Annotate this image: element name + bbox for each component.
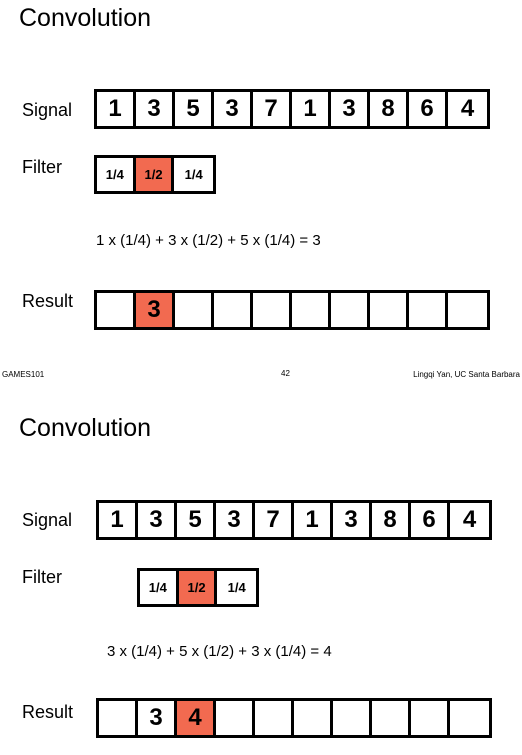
result-cell: [411, 701, 450, 735]
footer-course: GAMES101: [2, 370, 45, 379]
signal-cell: 4: [462, 506, 477, 533]
slide-title: Convolution: [19, 4, 152, 32]
signal-cell: 3: [216, 503, 255, 537]
page-number: 42: [281, 369, 290, 378]
equation: 3 x (1/4) + 5 x (1/2) + 3 x (1/4) = 4: [107, 643, 332, 660]
filter-cell: 1/4: [97, 158, 136, 191]
result-label: Result: [22, 702, 74, 722]
signal-cell: 4: [460, 95, 475, 122]
result-cell: [370, 293, 409, 327]
filter-cell-center: 1/2: [178, 571, 218, 604]
signal-cell: 5: [175, 92, 214, 126]
signal-cell: 8: [372, 503, 411, 537]
result-cell: [214, 293, 253, 327]
filter-row: 1/4 1/2 1/4: [94, 155, 217, 194]
signal-cell: 3: [214, 92, 253, 126]
result-cell: [331, 293, 370, 327]
signal-label: Signal: [22, 510, 73, 530]
signal-cell: 1: [97, 92, 136, 126]
result-row: 3 4: [96, 698, 492, 738]
result-cell: [333, 701, 372, 735]
slide-1: Convolution Signal 1 3 5 3 7 1 3 8 6 4 F…: [2, 4, 520, 379]
signal-row: 1 3 5 3 7 1 3 8 6 4: [94, 89, 490, 129]
filter-cell-center: 1/2: [135, 158, 175, 191]
signal-cell: 6: [411, 503, 450, 537]
signal-cell: 8: [370, 92, 409, 126]
signal-cell: 3: [138, 503, 177, 537]
footer-author: Lingqi Yan, UC Santa Barbara: [413, 370, 520, 379]
filter-label: Filter: [22, 157, 62, 177]
signal-cell: 3: [331, 92, 370, 126]
filter-row: 1/4 1/2 1/4: [137, 568, 260, 607]
result-cell: [253, 293, 292, 327]
result-cell: [292, 293, 331, 327]
result-cell-current: 4: [177, 701, 216, 735]
signal-row: 1 3 5 3 7 1 3 8 6 4: [96, 500, 492, 540]
filter-cell: 1/4: [140, 571, 179, 604]
filter-label: Filter: [22, 567, 62, 587]
slide-title: Convolution: [19, 414, 152, 442]
signal-cell: 1: [292, 92, 331, 126]
result-row: 3: [94, 290, 490, 330]
result-cell: [294, 701, 333, 735]
result-cell: [216, 701, 255, 735]
equation: 1 x (1/4) + 3 x (1/2) + 5 x (1/4) = 3: [96, 232, 321, 249]
result-cell: [255, 701, 294, 735]
result-cell: [448, 293, 487, 327]
result-cell: [97, 293, 136, 327]
filter-cell: 1/4: [227, 580, 246, 595]
signal-cell: 1: [99, 503, 138, 537]
signal-cell: 7: [253, 92, 292, 126]
signal-cell: 3: [136, 92, 175, 126]
result-cell: [409, 293, 448, 327]
slide-2: Convolution Signal 1 3 5 3 7 1 3 8 6 4 F…: [0, 385, 522, 755]
signal-cell: 5: [177, 503, 216, 537]
filter-cell: 1/4: [184, 167, 203, 182]
result-cell: [175, 293, 214, 327]
result-cell: 3: [138, 701, 177, 735]
result-label: Result: [22, 291, 74, 311]
result-cell: [450, 701, 489, 735]
result-cell-current: 3: [136, 293, 175, 327]
signal-cell: 3: [333, 503, 372, 537]
signal-cell: 6: [409, 92, 448, 126]
signal-label: Signal: [22, 100, 73, 120]
result-cell: [372, 701, 411, 735]
result-cell: [99, 701, 138, 735]
signal-cell: 1: [294, 503, 333, 537]
signal-cell: 7: [255, 503, 294, 537]
